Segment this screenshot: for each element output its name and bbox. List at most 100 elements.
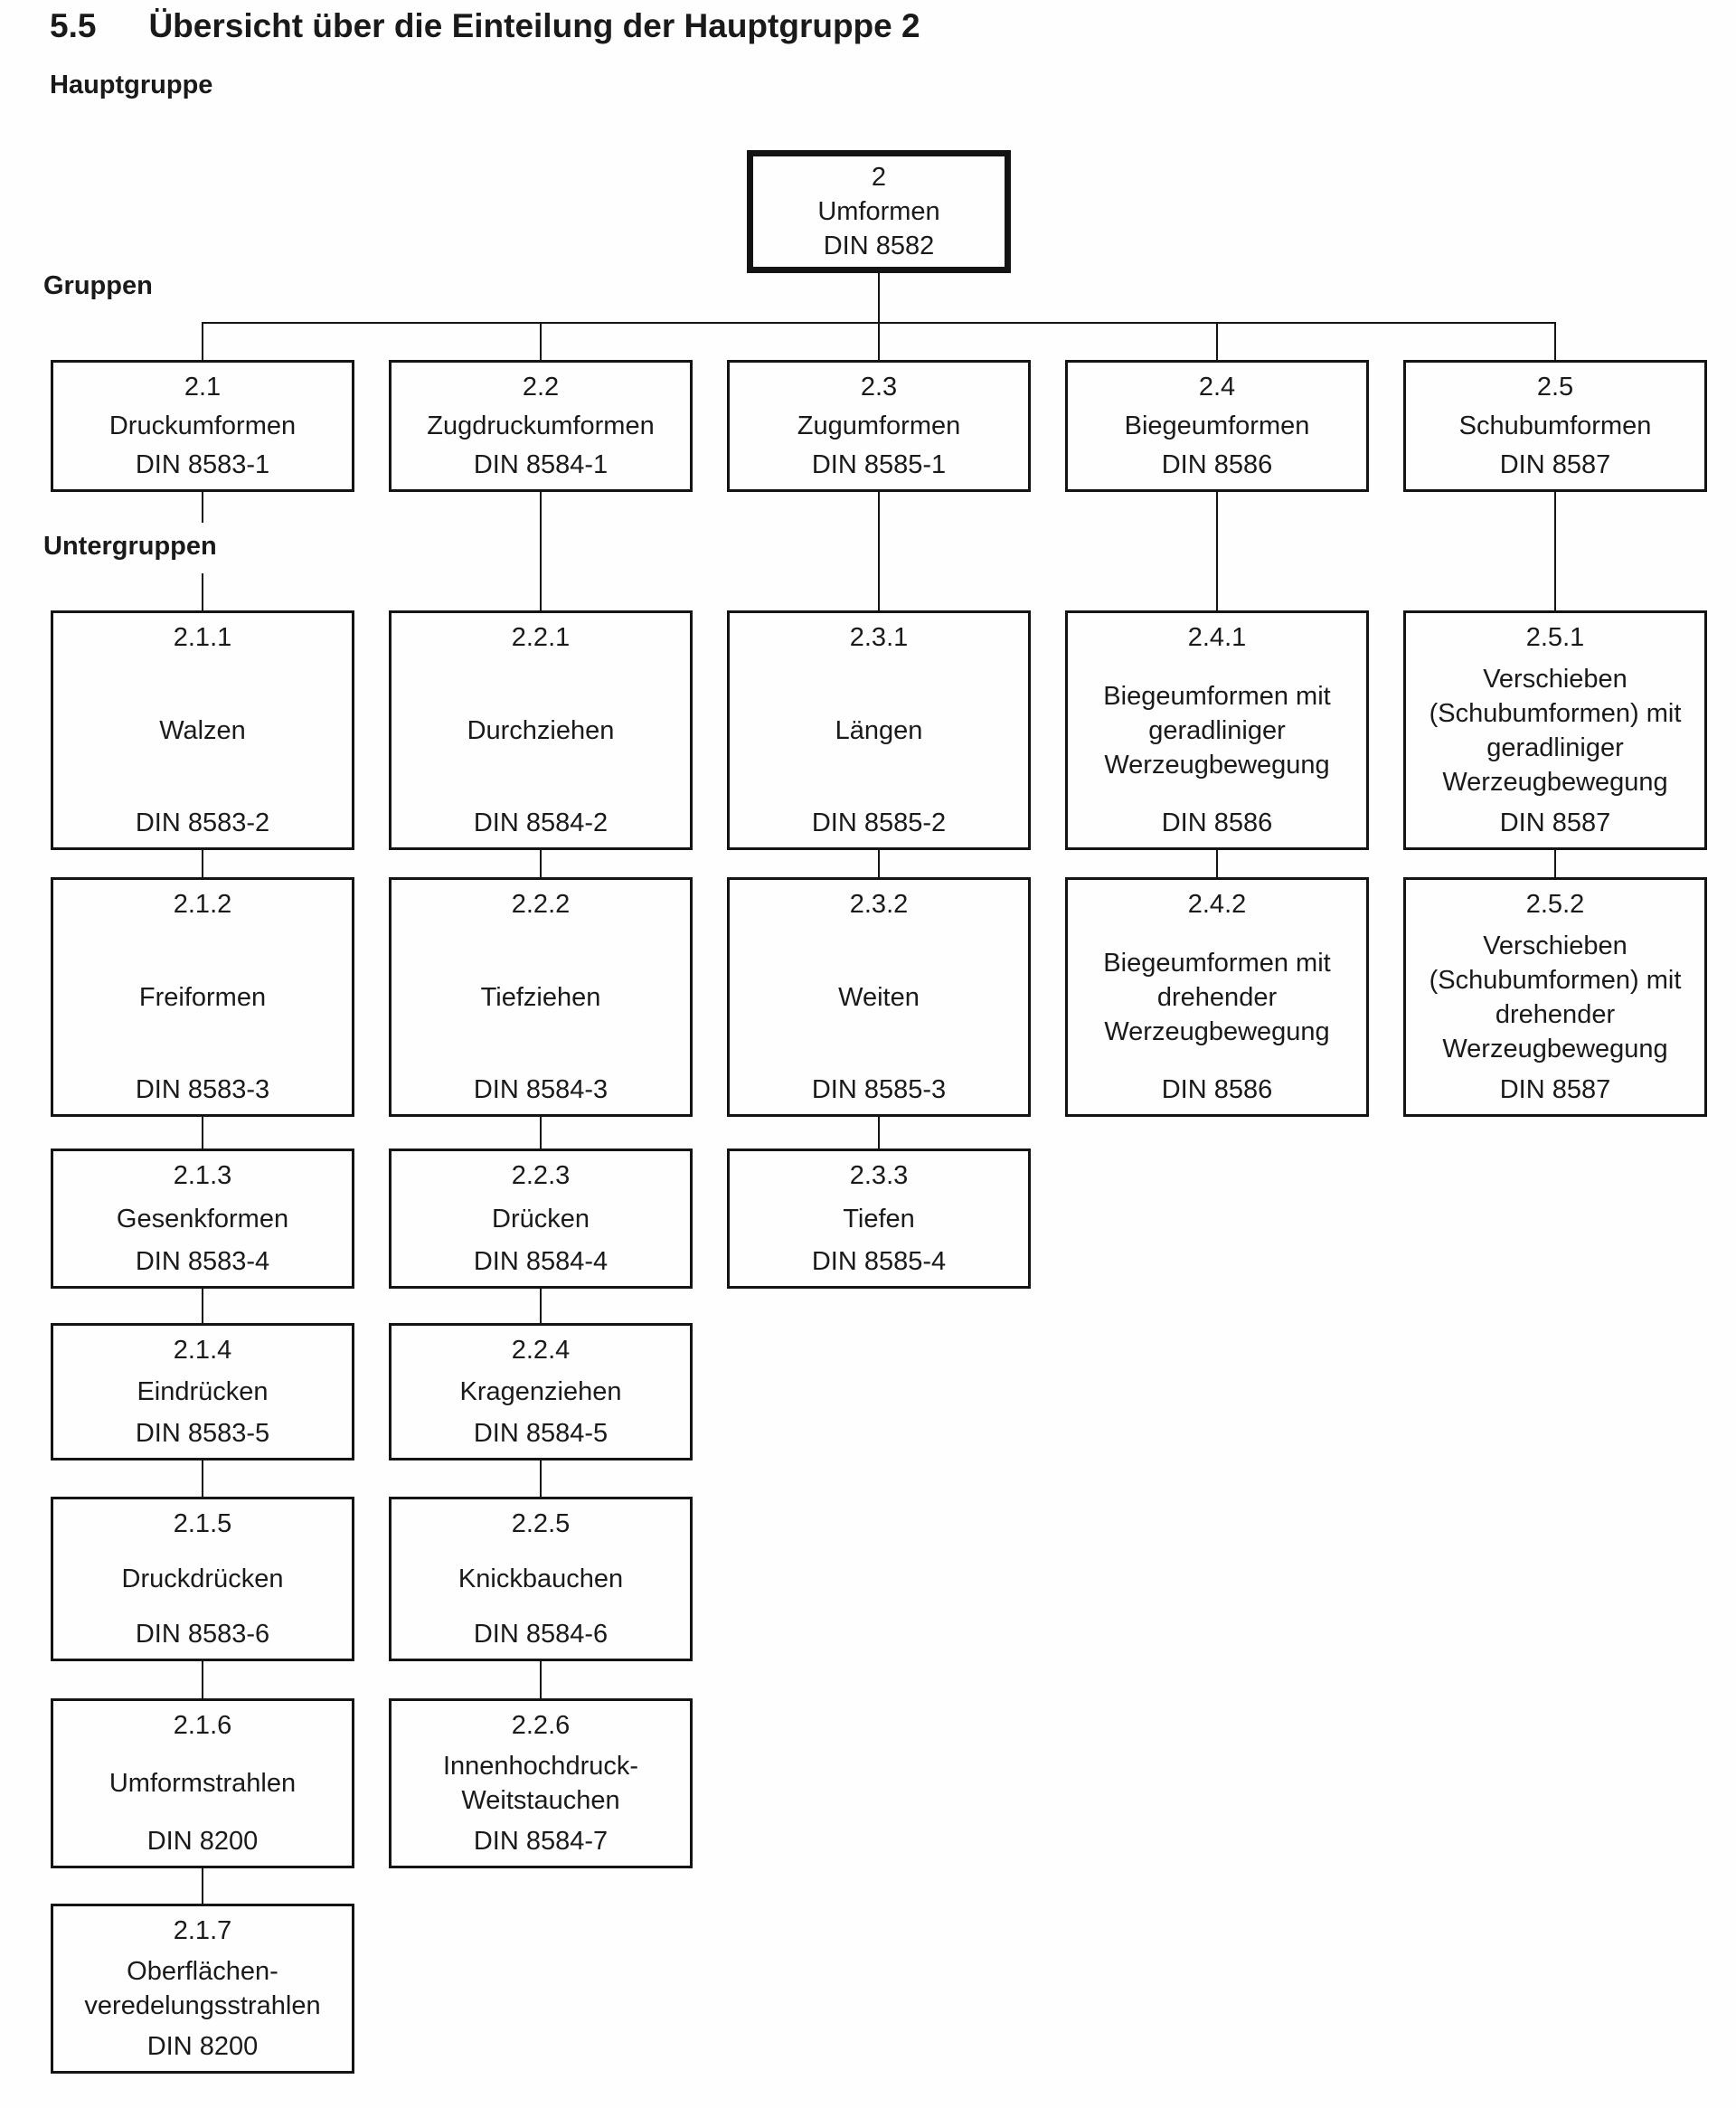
node-din: DIN 8584-6 [473, 1620, 609, 1649]
node-name: Verschieben (Schubumformen) mit drehende… [1429, 931, 1682, 1063]
node-name: Durchziehen [467, 715, 615, 745]
node-din: DIN 8583-4 [135, 1247, 270, 1276]
node-name: Knickbauchen [458, 1564, 624, 1593]
node-din: DIN 8584-4 [473, 1247, 609, 1276]
node-din: DIN 8584-5 [473, 1419, 609, 1448]
node-2-3-3: 2.3.3 Tiefen DIN 8585-4 [727, 1149, 1031, 1289]
node-2-2-3: 2.2.3 Drücken DIN 8584-4 [389, 1149, 693, 1289]
node-gruppe-2-3: 2.3 Zugumformen DIN 8585-1 [727, 360, 1031, 492]
node-name: Biegeumformen [1124, 411, 1310, 440]
node-din: DIN 8586 [1161, 808, 1273, 837]
node-din: DIN 8585-4 [811, 1247, 947, 1276]
node-name: Gesenkformen [116, 1204, 289, 1234]
node-gruppe-2-1: 2.1 Druckumformen DIN 8583-1 [51, 360, 354, 492]
node-2-1-3: 2.1.3 Gesenkformen DIN 8583-4 [51, 1149, 354, 1289]
node-code: 2.5 [1536, 373, 1574, 402]
node-2-1-2: 2.1.2 Freiformen DIN 8583-3 [51, 877, 354, 1117]
node-2-1-1: 2.1.1 Walzen DIN 8583-2 [51, 610, 354, 850]
connector-stub [202, 1661, 203, 1698]
connector-stub [878, 1117, 880, 1149]
node-name: Zugdruckumformen [427, 411, 655, 440]
node-code: 2.2.3 [511, 1161, 571, 1190]
node-din: DIN 8585-1 [811, 450, 947, 479]
node-name: Tiefziehen [480, 982, 601, 1012]
node-din: DIN 8582 [823, 232, 935, 260]
node-code: 2.1.5 [173, 1509, 232, 1538]
connector-stub [202, 573, 203, 610]
node-code: 2.2.1 [511, 623, 571, 652]
node-code: 2.2 [522, 373, 560, 402]
connector-stub [202, 1289, 203, 1323]
node-name: Druckdrücken [121, 1564, 284, 1593]
node-hauptgruppe-2: 2 Umformen DIN 8582 [747, 150, 1011, 273]
node-code: 2.2.4 [511, 1336, 571, 1365]
node-name: Kragenziehen [459, 1377, 622, 1406]
connector-stub [202, 850, 203, 877]
node-name: Drücken [492, 1204, 590, 1234]
section-number: 5.5 [50, 7, 97, 44]
node-code: 2.1 [184, 373, 222, 402]
node-gruppe-2-5: 2.5 Schubumformen DIN 8587 [1403, 360, 1707, 492]
node-2-1-5: 2.1.5 Druckdrücken DIN 8583-6 [51, 1497, 354, 1661]
connector-stub [1554, 850, 1556, 877]
node-code: 2.1.2 [173, 890, 232, 919]
node-din: DIN 8583-6 [135, 1620, 270, 1649]
node-code: 2.1.3 [173, 1161, 232, 1190]
connector-rail [202, 322, 1556, 324]
node-din: DIN 8200 [146, 2032, 259, 2061]
node-din: DIN 8587 [1499, 808, 1611, 837]
connector-stub [1216, 850, 1218, 877]
node-name: Schubumformen [1458, 411, 1652, 440]
connector-stub [1554, 492, 1556, 610]
connector-stub [202, 1460, 203, 1497]
node-name: Innenhochdruck- Weitstauchen [442, 1752, 639, 1815]
node-code: 2.4 [1198, 373, 1236, 402]
node-name: Biegeumformen mit drehender Werzeugbeweg… [1103, 948, 1331, 1046]
node-2-2-5: 2.2.5 Knickbauchen DIN 8584-6 [389, 1497, 693, 1661]
connector-stub [878, 850, 880, 877]
node-din: DIN 8586 [1161, 450, 1273, 479]
node-code: 2.2.5 [511, 1509, 571, 1538]
node-code: 2.1.4 [173, 1336, 232, 1365]
connector-stub [540, 1661, 542, 1698]
node-code: 2.3.3 [849, 1161, 909, 1190]
node-din: DIN 8584-1 [473, 450, 609, 479]
node-din: DIN 8584-7 [473, 1827, 609, 1856]
node-din: DIN 8587 [1499, 1075, 1611, 1104]
node-din: DIN 8200 [146, 1827, 259, 1856]
node-2-2-2: 2.2.2 Tiefziehen DIN 8584-3 [389, 877, 693, 1117]
node-code: 2.1.6 [173, 1711, 232, 1740]
node-code: 2.4.2 [1187, 890, 1247, 919]
connector-stub [540, 492, 542, 610]
node-code: 2.4.1 [1187, 623, 1247, 652]
connector-stub [540, 850, 542, 877]
node-code: 2.2.6 [511, 1711, 571, 1740]
node-code: 2 [871, 163, 887, 192]
node-gruppe-2-2: 2.2 Zugdruckumformen DIN 8584-1 [389, 360, 693, 492]
level-label-hauptgruppe: Hauptgruppe [50, 71, 213, 99]
connector-stub [540, 1460, 542, 1497]
connector-stub [1216, 322, 1218, 360]
node-name: Umformstrahlen [108, 1769, 297, 1798]
node-2-2-1: 2.2.1 Durchziehen DIN 8584-2 [389, 610, 693, 850]
node-name: Druckumformen [108, 411, 297, 440]
connector-stub [540, 1289, 542, 1323]
connector-stub [202, 322, 203, 360]
connector-root-drop [878, 273, 880, 360]
node-2-1-6: 2.1.6 Umformstrahlen DIN 8200 [51, 1698, 354, 1868]
node-2-2-6: 2.2.6 Innenhochdruck- Weitstauchen DIN 8… [389, 1698, 693, 1868]
node-din: DIN 8584-3 [473, 1075, 609, 1104]
node-name: Zugumformen [797, 411, 961, 440]
node-2-3-1: 2.3.1 Längen DIN 8585-2 [727, 610, 1031, 850]
node-name: Freiformen [138, 982, 267, 1012]
node-2-1-4: 2.1.4 Eindrücken DIN 8583-5 [51, 1323, 354, 1460]
node-code: 2.5.2 [1525, 890, 1585, 919]
node-2-1-7: 2.1.7 Oberflächen- veredelungsstrahlen D… [51, 1904, 354, 2074]
node-code: 2.1.1 [173, 623, 232, 652]
node-code: 2.3 [860, 373, 898, 402]
node-name: Walzen [159, 715, 246, 745]
node-name: Längen [835, 715, 923, 745]
node-2-4-1: 2.4.1 Biegeumformen mit geradliniger Wer… [1065, 610, 1369, 850]
connector-stub [202, 1117, 203, 1149]
level-label-untergruppen: Untergruppen [43, 532, 217, 561]
